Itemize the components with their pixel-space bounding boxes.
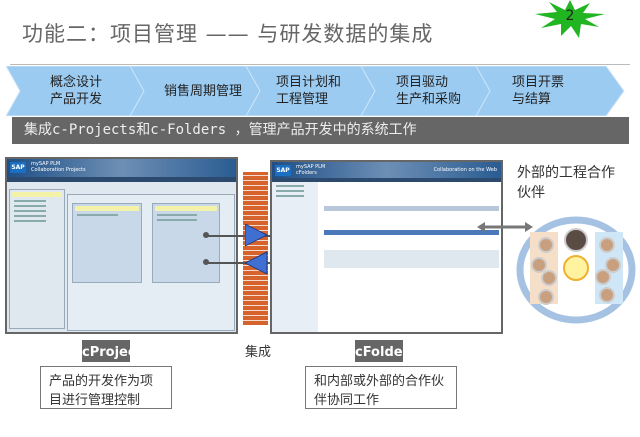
badge-number: 2 — [565, 8, 575, 24]
step-text: 项目开票 — [512, 75, 565, 90]
form-header — [324, 206, 499, 211]
number-badge: 2 — [535, 0, 605, 38]
list-left — [72, 203, 142, 283]
divider — [10, 64, 630, 65]
connector-dot — [203, 259, 209, 265]
step-text: 项目驱动 — [396, 75, 449, 90]
cfolders-label: cFolders — [355, 340, 403, 362]
arrow-right-icon — [245, 224, 269, 247]
nav-bar — [7, 177, 236, 182]
sap-logo: SAP — [10, 162, 26, 173]
double-arrow-icon — [477, 222, 533, 232]
step-text: 销售周期管理 — [164, 83, 243, 99]
star-burst-icon — [535, 0, 605, 38]
banner: 集成c-Projects和c-Folders ，管理产品开发中的系统工作 — [12, 117, 629, 144]
step-text: 概念设计 — [50, 75, 103, 90]
process-chevron-band: 概念设计产品开发 销售周期管理 项目计划和工程管理 项目驱动生产和采购 项目开票… — [6, 66, 628, 116]
folder-tree — [272, 182, 318, 332]
app-subtitle: Collaboration Projects — [31, 167, 86, 173]
process-step: 项目开票与结算 — [512, 66, 564, 116]
integration-label: 集成 — [245, 345, 272, 360]
firewall-brick-wall — [243, 172, 268, 325]
connector-dot — [203, 232, 209, 238]
partners-label: 外部的工程合作伙伴 — [517, 165, 615, 201]
arrow-right-left-icons — [245, 224, 269, 274]
arrow-left-icon — [245, 251, 268, 274]
partner-network-illustration — [516, 216, 636, 324]
process-step: 项目驱动生产和采购 — [396, 66, 461, 116]
connector-line — [205, 262, 275, 264]
step-text: 与结算 — [512, 92, 552, 107]
sap-logo: SAP — [275, 165, 291, 176]
app-name: mySAP PLM — [296, 164, 326, 170]
table — [324, 250, 499, 268]
header-caption: Collaboration on the Web — [433, 167, 497, 173]
step-text: 工程管理 — [276, 92, 329, 107]
process-step: 销售周期管理 — [164, 66, 242, 116]
app-subtitle: cFolders — [296, 170, 317, 176]
process-step: 项目计划和工程管理 — [276, 66, 341, 116]
step-text: 生产和采购 — [396, 92, 462, 107]
cprojects-label: cProjects — [82, 340, 130, 362]
tree-pane — [9, 189, 65, 329]
connector-line — [205, 235, 275, 237]
step-text: 产品开发 — [50, 92, 103, 107]
cprojects-description: 产品的开发作为项目进行管理控制 — [40, 366, 172, 409]
list-right — [152, 203, 220, 283]
process-step: 概念设计产品开发 — [50, 66, 102, 116]
app-name: mySAP PLM — [31, 161, 61, 167]
step-text: 项目计划和 — [276, 75, 342, 90]
cfolders-description: 和内部或外部的合作伙伴协同工作 — [305, 366, 457, 409]
chevron-shapes — [6, 66, 625, 116]
slide-title: 功能二：项目管理 —— 与研发数据的集成 — [22, 22, 434, 46]
toolbar — [324, 230, 499, 235]
nav-bar — [272, 178, 501, 182]
